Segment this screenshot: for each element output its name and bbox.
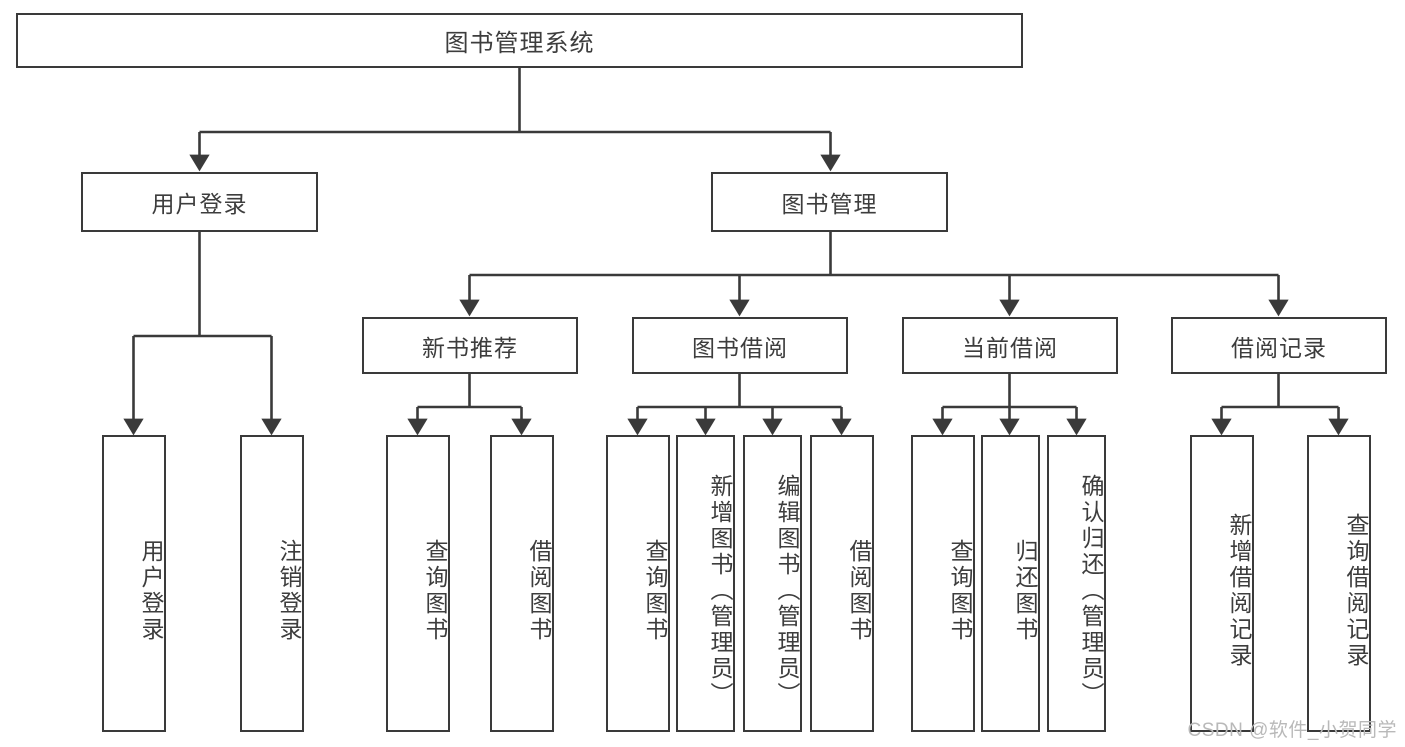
node-leaf-query-book-1[interactable]: 查询图书: [386, 435, 450, 732]
node-leaf-query-book-3[interactable]: 查询图书: [911, 435, 975, 732]
node-leaf-query-book-2[interactable]: 查询图书: [606, 435, 670, 732]
edges-borrow-record-to-leaves: [1211, 374, 1349, 436]
edges-book-borrow-to-leaves: [627, 374, 852, 436]
node-leaf-user-login[interactable]: 用户登录: [102, 435, 166, 732]
node-leaf-query-record[interactable]: 查询借阅记录: [1307, 435, 1371, 732]
node-leaf-confirm-return[interactable]: 确认归还（管理员）: [1047, 435, 1106, 732]
leaf-label: 借阅图书: [846, 538, 872, 643]
node-user-login[interactable]: 用户登录: [81, 172, 318, 232]
leaf-label: 查询图书: [422, 538, 448, 643]
leaf-label: 用户登录: [138, 538, 164, 643]
leaf-label: 新增图书（管理员）: [707, 473, 733, 708]
node-leaf-borrow-book-1[interactable]: 借阅图书: [490, 435, 554, 732]
leaf-label: 新增借阅记录: [1226, 512, 1252, 669]
edges-root-to-level2: [189, 68, 841, 172]
edges-current-borrow-to-leaves: [932, 374, 1087, 436]
leaf-label: 查询图书: [947, 538, 973, 643]
node-root-system[interactable]: 图书管理系统: [16, 13, 1023, 68]
node-leaf-add-book[interactable]: 新增图书（管理员）: [676, 435, 735, 732]
leaf-label: 确认归还（管理员）: [1078, 473, 1104, 708]
leaf-label: 注销登录: [276, 538, 302, 643]
leaf-label: 借阅图书: [526, 538, 552, 643]
node-borrow-record[interactable]: 借阅记录: [1171, 317, 1387, 374]
node-leaf-add-record[interactable]: 新增借阅记录: [1190, 435, 1254, 732]
node-leaf-edit-book[interactable]: 编辑图书（管理员）: [743, 435, 802, 732]
leaf-label: 查询图书: [642, 538, 668, 643]
node-new-book-recommend[interactable]: 新书推荐: [362, 317, 578, 374]
node-leaf-borrow-book-2[interactable]: 借阅图书: [810, 435, 874, 732]
node-current-borrow[interactable]: 当前借阅: [902, 317, 1118, 374]
node-leaf-return-book[interactable]: 归还图书: [981, 435, 1040, 732]
edges-book-manage-to-level3: [459, 232, 1289, 317]
edges-user-login-to-leaves: [123, 232, 282, 436]
node-leaf-logout-login[interactable]: 注销登录: [240, 435, 304, 732]
csdn-watermark: CSDN @软件_小贺同学: [1187, 720, 1397, 741]
edges-new-book-recommend-to-leaves: [407, 374, 532, 436]
leaf-label: 归还图书: [1012, 538, 1038, 643]
node-book-manage[interactable]: 图书管理: [711, 172, 948, 232]
leaf-label: 编辑图书（管理员）: [774, 473, 800, 708]
node-book-borrow[interactable]: 图书借阅: [632, 317, 848, 374]
leaf-label: 查询借阅记录: [1343, 512, 1369, 669]
